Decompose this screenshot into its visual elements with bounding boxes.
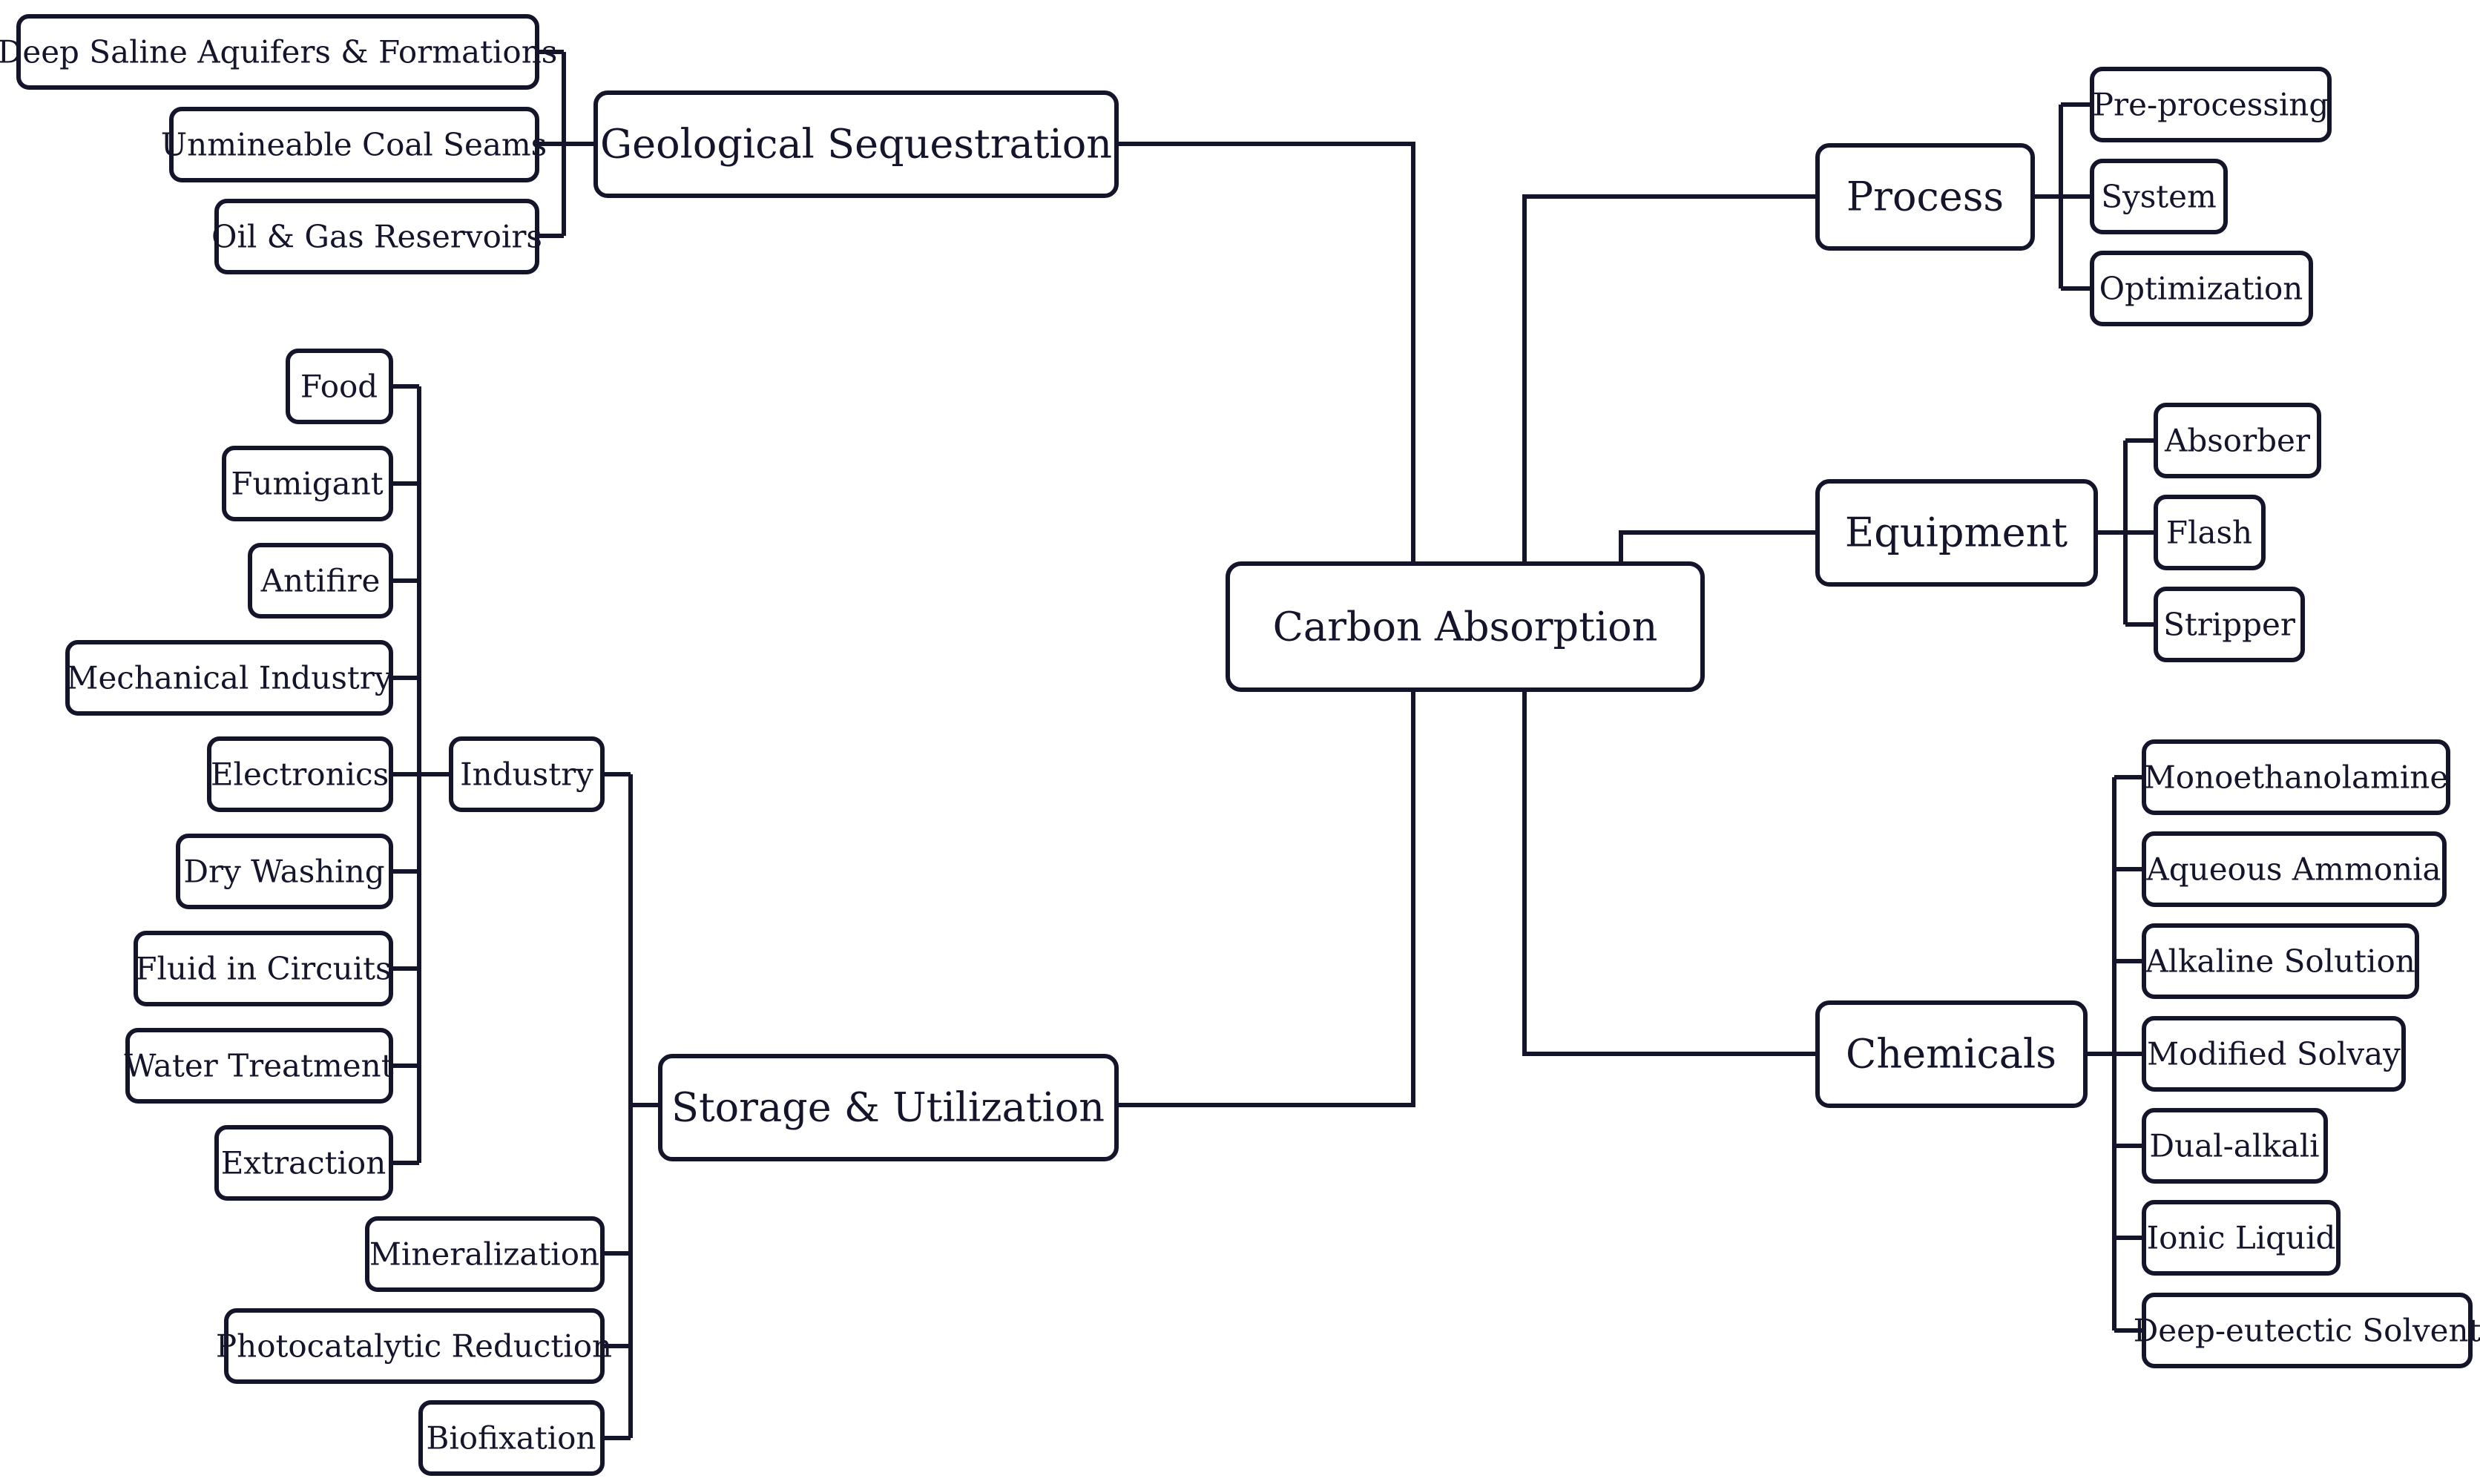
node-system-label: System: [2101, 179, 2217, 215]
node-oil-gas-reservoirs[interactable]: Oil & Gas Reservoirs: [211, 199, 542, 274]
node-fumigant[interactable]: Fumigant: [222, 446, 393, 521]
node-deep-saline-aquifers-label: Deep Saline Aquifers & Formations: [0, 34, 557, 70]
node-process[interactable]: Process: [1815, 143, 2035, 251]
connector-equipment-children: [2096, 438, 2156, 627]
node-industry[interactable]: Industry: [449, 736, 605, 812]
connector-center-process: [1522, 194, 1818, 564]
node-monoethanolamine-label: Monoethanolamine: [2144, 759, 2448, 796]
node-monoethanolamine[interactable]: Monoethanolamine: [2142, 739, 2450, 815]
node-stripper[interactable]: Stripper: [2154, 587, 2305, 662]
node-equipment[interactable]: Equipment: [1815, 479, 2098, 587]
node-biofixation-label: Biofixation: [427, 1420, 596, 1457]
node-extraction-label: Extraction: [221, 1145, 387, 1181]
node-water-treatment-label: Water Treatment: [124, 1048, 393, 1084]
node-water-treatment[interactable]: Water Treatment: [124, 1028, 394, 1104]
node-absorber-label: Absorber: [2164, 423, 2311, 459]
node-storage-utilization[interactable]: Storage & Utilization: [658, 1054, 1119, 1161]
node-pre-processing-label: Pre-processing: [2093, 87, 2329, 123]
node-mineralization-label: Mineralization: [369, 1236, 599, 1273]
connector-center-geological: [1116, 142, 1415, 564]
node-unmineable-coal-seams-label: Unmineable Coal Seams: [161, 127, 547, 163]
connector-chemicals-children: [2085, 775, 2144, 1333]
node-food-label: Food: [300, 369, 378, 405]
connector-storage-children: [602, 772, 660, 1440]
node-extraction[interactable]: Extraction: [214, 1125, 393, 1201]
connector-center-equipment: [1619, 530, 1818, 564]
node-aqueous-ammonia[interactable]: Aqueous Ammonia: [2142, 831, 2447, 907]
node-electronics[interactable]: Electronics: [207, 736, 393, 812]
node-mechanical-industry[interactable]: Mechanical Industry: [65, 640, 393, 716]
node-photocatalytic-reduction[interactable]: Photocatalytic Reduction: [216, 1308, 612, 1384]
node-process-label: Process: [1846, 174, 2004, 220]
node-optimization-label: Optimization: [2099, 271, 2303, 307]
node-absorber[interactable]: Absorber: [2154, 403, 2321, 478]
node-chemicals[interactable]: Chemicals: [1815, 1000, 2088, 1108]
node-antifire[interactable]: Antifire: [248, 543, 393, 619]
node-mineralization[interactable]: Mineralization: [365, 1216, 605, 1292]
node-deep-eutectic-solvent-label: Deep-eutectic Solvent: [2134, 1313, 2480, 1349]
connector-geological-children: [537, 50, 596, 238]
connector-center-chemicals: [1522, 690, 1818, 1056]
connectors: [391, 50, 2156, 1440]
node-dual-alkali-label: Dual-alkali: [2149, 1128, 2319, 1164]
node-deep-saline-aquifers[interactable]: Deep Saline Aquifers & Formations: [0, 14, 557, 90]
node-fluid-in-circuits[interactable]: Fluid in Circuits: [134, 931, 393, 1006]
node-modified-solvay-label: Modified Solvay: [2147, 1036, 2401, 1072]
node-flash-label: Flash: [2166, 515, 2252, 551]
node-modified-solvay[interactable]: Modified Solvay: [2142, 1016, 2406, 1092]
node-flash[interactable]: Flash: [2154, 495, 2266, 570]
node-oil-gas-reservoirs-label: Oil & Gas Reservoirs: [211, 219, 542, 255]
node-ionic-liquid[interactable]: Ionic Liquid: [2142, 1200, 2341, 1276]
node-electronics-label: Electronics: [211, 756, 389, 793]
node-antifire-label: Antifire: [260, 563, 381, 599]
node-unmineable-coal-seams[interactable]: Unmineable Coal Seams: [161, 107, 547, 182]
node-dry-washing-label: Dry Washing: [183, 854, 384, 890]
connector-center-storage: [1116, 690, 1415, 1107]
node-biofixation[interactable]: Biofixation: [418, 1400, 605, 1476]
node-deep-eutectic-solvent[interactable]: Deep-eutectic Solvent: [2134, 1293, 2480, 1368]
node-fumigant-label: Fumigant: [231, 466, 383, 502]
node-ionic-liquid-label: Ionic Liquid: [2147, 1220, 2336, 1256]
node-industry-label: Industry: [460, 756, 593, 793]
node-stripper-label: Stripper: [2163, 607, 2296, 643]
node-food[interactable]: Food: [286, 349, 393, 424]
node-alkaline-solution-label: Alkaline Solution: [2145, 943, 2415, 980]
node-center[interactable]: Carbon Absorption: [1226, 561, 1705, 692]
connector-industry-children: [391, 384, 451, 1165]
node-mechanical-industry-label: Mechanical Industry: [66, 660, 392, 696]
node-center-label: Carbon Absorption: [1273, 604, 1658, 650]
node-photocatalytic-reduction-label: Photocatalytic Reduction: [216, 1328, 612, 1365]
node-geological-sequestration-label: Geological Sequestration: [600, 121, 1112, 168]
node-optimization[interactable]: Optimization: [2090, 251, 2313, 326]
node-system[interactable]: System: [2090, 159, 2228, 234]
node-chemicals-label: Chemicals: [1846, 1031, 2056, 1078]
node-fluid-in-circuits-label: Fluid in Circuits: [135, 951, 391, 987]
node-equipment-label: Equipment: [1845, 509, 2068, 556]
node-storage-utilization-label: Storage & Utilization: [671, 1084, 1105, 1131]
node-dual-alkali[interactable]: Dual-alkali: [2142, 1108, 2328, 1184]
node-geological-sequestration[interactable]: Geological Sequestration: [593, 90, 1119, 198]
node-aqueous-ammonia-label: Aqueous Ammonia: [2145, 851, 2441, 888]
node-dry-washing[interactable]: Dry Washing: [176, 834, 393, 909]
node-pre-processing[interactable]: Pre-processing: [2090, 67, 2332, 142]
connector-process-children: [2033, 102, 2092, 291]
node-alkaline-solution[interactable]: Alkaline Solution: [2142, 923, 2419, 999]
